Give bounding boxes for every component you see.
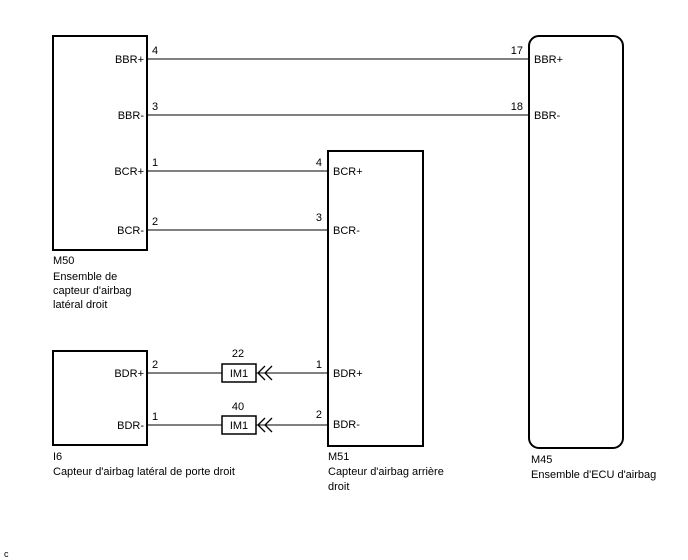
i6-caption: I6 Capteur d'airbag latéral de porte dro…: [53, 451, 235, 478]
i6-pin-label: BDR-: [117, 420, 144, 432]
m51-pin-label: BCR+: [333, 166, 363, 178]
connector-im1-22: IM1 22: [221, 348, 273, 383]
component-code: I6: [53, 451, 62, 463]
m45-pin-number: 17: [511, 45, 523, 57]
m50-pin-label: BBR-: [118, 110, 145, 122]
connector-plug: [221, 415, 257, 435]
m50-pin-number: 3: [152, 101, 158, 113]
connector-pin-number: 22: [232, 348, 244, 360]
component-desc: capteur d'airbag: [53, 285, 132, 297]
i6-box: [52, 350, 148, 446]
component-code: M51: [328, 451, 349, 463]
m45-pin-label: BBR-: [534, 110, 561, 122]
m45-pin-label: BBR+: [534, 54, 563, 66]
component-desc: latéral droit: [53, 299, 107, 311]
component-desc: droit: [328, 481, 349, 493]
m51-pin-label: BDR+: [333, 368, 363, 380]
component-code: M50: [53, 255, 74, 267]
component-desc: Ensemble de: [53, 271, 117, 283]
m45-caption: M45 Ensemble d'ECU d'airbag: [531, 454, 656, 481]
component-code: M45: [531, 454, 552, 466]
connector-pin-number: 40: [232, 401, 244, 413]
m45-box: [528, 35, 624, 449]
m50-pin-label: BCR-: [117, 225, 144, 237]
m51-pin-number: 3: [316, 212, 322, 224]
m51-box: [327, 150, 424, 447]
component-desc: Capteur d'airbag latéral de porte droit: [53, 466, 235, 478]
m50-pin-label: BBR+: [115, 54, 144, 66]
component-desc: Ensemble d'ECU d'airbag: [531, 469, 656, 481]
corner-mark: c: [4, 549, 9, 559]
m50-pin-label: BCR+: [114, 166, 144, 178]
connector-im1-40: IM1 40: [221, 401, 273, 435]
m51-pin-label: BCR-: [333, 225, 360, 237]
m50-box: [52, 35, 148, 251]
m51-pin-label: BDR-: [333, 419, 360, 431]
i6-pin-number: 2: [152, 359, 158, 371]
connector-label: IM1: [230, 420, 248, 432]
m51-pin-number: 1: [316, 359, 322, 371]
m51-pin-number: 4: [316, 157, 322, 169]
i6-pin-label: BDR+: [114, 368, 144, 380]
i6-pin-number: 1: [152, 411, 158, 423]
connector-plug: [221, 363, 257, 383]
m51-pin-number: 2: [316, 409, 322, 421]
connector-arrow-icon: [257, 365, 273, 381]
connector-arrow-icon: [257, 417, 273, 433]
m51-caption: M51 Capteur d'airbag arrière droit: [328, 451, 444, 493]
connector-label: IM1: [230, 368, 248, 380]
m45-pin-number: 18: [511, 101, 523, 113]
component-desc: Capteur d'airbag arrière: [328, 466, 444, 478]
m50-pin-number: 1: [152, 157, 158, 169]
m50-pin-number: 4: [152, 45, 158, 57]
m50-caption: M50 Ensemble de capteur d'airbag latéral…: [53, 255, 132, 311]
m50-pin-number: 2: [152, 216, 158, 228]
